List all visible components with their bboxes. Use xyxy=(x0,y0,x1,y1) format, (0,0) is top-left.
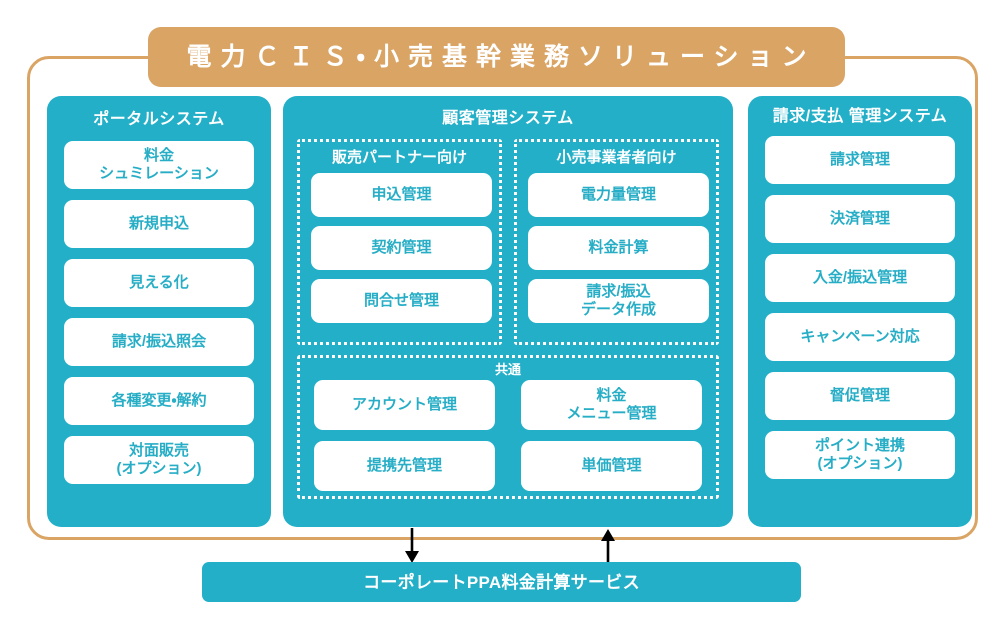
retailer-group: 小売事業者者向け 電力量管理 料金計算 請求/振込 データ作成 xyxy=(514,138,719,345)
card-line-1: 提携先管理 xyxy=(366,457,442,475)
card-line-1: 料金計算 xyxy=(588,238,649,256)
card-line-1: 契約管理 xyxy=(371,238,432,256)
billing-payment-system-column: 請求/支払 管理システム 請求管理 決済管理 入金/振込管理 キャンペーン対応 … xyxy=(748,96,972,527)
corporate-ppa-service-label: コーポレートPPA料金計算サービス xyxy=(363,572,640,592)
partner-card-contract-management[interactable]: 契約管理 xyxy=(311,225,492,270)
card-line-1: ポイント連携 xyxy=(814,436,905,454)
common-group-grid: アカウント管理 料金 メニュー管理 提携先管理 単価管理 xyxy=(311,380,705,492)
billing-card-invoice-management[interactable]: 請求管理 xyxy=(765,135,955,184)
solution-title-banner: 電力ＣＩＳ・小売基幹業務ソリューション xyxy=(148,27,845,87)
common-card-fee-menu-management[interactable]: 料金 メニュー管理 xyxy=(521,380,702,431)
retailer-card-power-volume-management[interactable]: 電力量管理 xyxy=(528,172,709,217)
common-group: 共通 アカウント管理 料金 メニュー管理 提携先管理 単価管理 xyxy=(297,354,719,499)
sales-partner-group-title: 販売パートナー向け xyxy=(331,148,467,166)
customer-management-system-title: 顧客管理システム xyxy=(442,110,574,127)
card-line-1: 対面販売 xyxy=(128,441,189,459)
card-line-1: 入金/振込管理 xyxy=(812,268,908,286)
retailer-group-title: 小売事業者者向け xyxy=(556,148,677,166)
arrow-down-icon xyxy=(405,528,419,563)
customer-management-system-column: 顧客管理システム 販売パートナー向け 申込管理 契約管理 問合せ管理 小売事業者… xyxy=(283,96,733,527)
card-line-1: 問合せ管理 xyxy=(363,291,439,309)
portal-card-billing-transfer-inquiry[interactable]: 請求/振込照会 xyxy=(64,317,254,366)
billing-card-dunning-management[interactable]: 督促管理 xyxy=(765,371,955,420)
card-line-1: アカウント管理 xyxy=(351,396,457,414)
billing-card-campaign-support[interactable]: キャンペーン対応 xyxy=(765,312,955,361)
portal-card-new-application[interactable]: 新規申込 xyxy=(64,199,254,248)
common-group-title: 共通 xyxy=(494,361,521,377)
sales-partner-group: 販売パートナー向け 申込管理 契約管理 問合せ管理 xyxy=(297,138,502,345)
card-line-1: 料金 xyxy=(143,146,174,164)
card-line-2: シュミレーション xyxy=(99,164,219,182)
retailer-card-fee-calculation[interactable]: 料金計算 xyxy=(528,225,709,270)
portal-card-face-to-face-sales[interactable]: 対面販売 (オプション) xyxy=(64,435,254,484)
card-line-1: 新規申込 xyxy=(128,214,189,232)
card-line-1: 申込管理 xyxy=(371,185,432,203)
portal-card-visualization[interactable]: 見える化 xyxy=(64,258,254,307)
corporate-ppa-service-bar[interactable]: コーポレートPPA料金計算サービス xyxy=(202,562,801,602)
card-line-1: 請求/振込 xyxy=(586,282,651,300)
billing-card-point-integration[interactable]: ポイント連携 (オプション) xyxy=(765,430,955,479)
common-card-unit-price-management[interactable]: 単価管理 xyxy=(521,441,702,492)
billing-title-line-2: 管理システム xyxy=(848,108,948,125)
page-title: 電力ＣＩＳ・小売基幹業務ソリューション xyxy=(186,42,816,71)
card-line-1: 決済管理 xyxy=(829,209,890,227)
retailer-card-billing-transfer-data[interactable]: 請求/振込 データ作成 xyxy=(528,278,709,323)
portal-card-change-cancel[interactable]: 各種変更・解約 xyxy=(64,376,254,425)
card-line-2: (オプション) xyxy=(817,454,903,472)
card-line-1: 各種変更・解約 xyxy=(111,391,207,409)
card-line-2: データ作成 xyxy=(580,300,656,318)
card-line-1: 料金 xyxy=(596,387,627,405)
card-line-1: 単価管理 xyxy=(581,457,642,475)
card-line-1: 請求管理 xyxy=(829,150,890,168)
billing-title-line-1: 請求/支払 xyxy=(772,108,844,125)
card-line-1: 請求/振込照会 xyxy=(111,332,207,350)
card-line-1: 督促管理 xyxy=(829,386,890,404)
card-line-1: キャンペーン対応 xyxy=(800,327,920,345)
customer-subgroups: 販売パートナー向け 申込管理 契約管理 問合せ管理 小売事業者者向け 電力量管理… xyxy=(297,138,719,345)
card-line-2: メニュー管理 xyxy=(566,405,657,423)
common-card-account-management[interactable]: アカウント管理 xyxy=(314,380,495,431)
portal-system-column: ポータルシステム 料金 シュミレーション 新規申込 見える化 請求/振込照会 各… xyxy=(47,96,271,527)
card-line-1: 電力量管理 xyxy=(580,185,656,203)
card-line-1: 見える化 xyxy=(129,273,189,291)
arrow-up-icon xyxy=(601,529,615,564)
billing-card-deposit-transfer-management[interactable]: 入金/振込管理 xyxy=(765,253,955,302)
billing-payment-system-title: 請求/支払 管理システム xyxy=(765,107,955,127)
card-line-2: (オプション) xyxy=(116,459,202,477)
portal-card-fee-simulation[interactable]: 料金 シュミレーション xyxy=(64,140,254,189)
portal-system-title: ポータルシステム xyxy=(93,111,225,128)
common-card-partner-management[interactable]: 提携先管理 xyxy=(314,441,495,492)
partner-card-application-management[interactable]: 申込管理 xyxy=(311,172,492,217)
billing-card-settlement-management[interactable]: 決済管理 xyxy=(765,194,955,243)
partner-card-inquiry-management[interactable]: 問合せ管理 xyxy=(311,278,492,323)
